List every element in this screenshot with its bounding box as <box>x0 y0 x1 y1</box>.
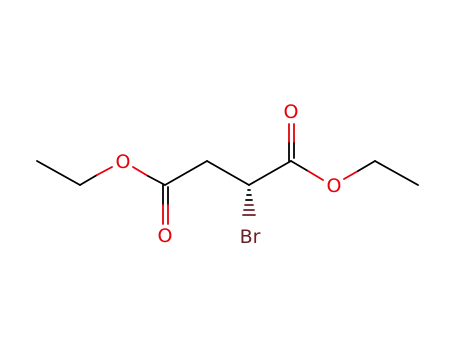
bond-o-c1-oxygen-half <box>132 166 149 177</box>
bond-o-ch2-right-oxygen-half <box>343 170 359 180</box>
atom-label-oxygen-carbonyl-right: O <box>284 101 299 123</box>
bond-ch3-ch2-left <box>36 160 81 186</box>
atom-label-oxygen-ether-left: O <box>116 151 131 173</box>
atom-label-bromine: Br <box>240 226 261 248</box>
bond-c4-o-right-carbon-half <box>290 160 309 172</box>
bond-ch2-ch3-right <box>374 160 419 186</box>
bond-c2-c3 <box>206 160 250 186</box>
atom-label-oxygen-ether-right: O <box>327 175 342 197</box>
bond-ch2-o-left-carbon-half <box>79 174 98 186</box>
bond-o-ch2-right-carbon-half <box>357 160 376 172</box>
bond-c3-c4 <box>248 160 292 186</box>
atom-label-oxygen-carbonyl-left: O <box>158 225 173 247</box>
bond-o-c1-carbon-half <box>147 175 166 186</box>
bond-ch2-o-left-oxygen-half <box>96 166 113 176</box>
bond-c1-c2 <box>164 160 208 186</box>
hashed-wedge-bond-br <box>242 189 256 216</box>
bond-c4-o-right-oxygen-half <box>307 170 324 181</box>
